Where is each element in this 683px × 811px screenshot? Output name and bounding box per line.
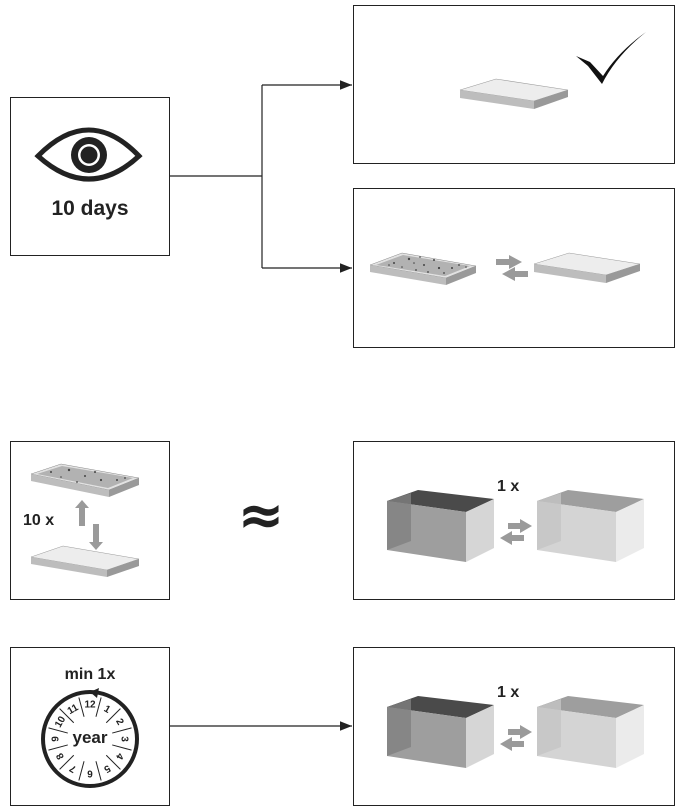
clock-month-label: 12 [84, 700, 96, 711]
yearly-filter-replacement-box: 1 x [353, 647, 675, 806]
clean-slab [30, 545, 140, 577]
clock-month-label: 11 [66, 702, 81, 717]
clock-month-label: 4 [113, 751, 126, 762]
repeat-count-label: 1 x [497, 684, 520, 701]
clock-divider [48, 727, 68, 734]
clock-month-label: 8 [54, 750, 67, 761]
clean-slab [533, 252, 641, 283]
clock-month-label: 5 [101, 762, 112, 775]
clock-divider [112, 744, 132, 751]
swap-arrows-icon [496, 255, 528, 281]
clock-divider [78, 697, 85, 717]
repeat-count-label: 10 x [23, 512, 55, 529]
clock-month-label: 2 [113, 717, 126, 728]
clock-divider [105, 708, 121, 724]
clock-divider [112, 727, 132, 734]
swap-arrows-icon [500, 519, 532, 545]
dirty-slab [369, 252, 477, 285]
clock-divider [78, 761, 85, 781]
clock-month-label: 9 [51, 736, 62, 742]
swap-arrows-icon [500, 725, 532, 751]
clean-filter-block [537, 696, 644, 768]
clock-divider [95, 761, 102, 781]
eye-icon [34, 127, 143, 182]
checkmark-icon [576, 32, 646, 84]
branch-connector [170, 85, 263, 268]
clock-month-label: 7 [68, 762, 79, 775]
clean-filter-block [537, 490, 644, 562]
clock-divider [59, 708, 75, 724]
dirty-slab [30, 463, 140, 497]
approx-symbol: ≈ [237, 483, 285, 548]
clock-month-label: 10 [53, 714, 68, 730]
result-replace-box [353, 188, 675, 348]
clock-month-label: 1 [102, 704, 113, 717]
inspection-box: 10 days [10, 97, 170, 256]
frequency-label: min 1x [64, 666, 116, 683]
duration-label: 10 days [51, 197, 129, 220]
dirty-filter-block [387, 490, 494, 562]
slab-replacement-box: 10 x [10, 441, 170, 600]
repeat-count-label: 1 x [497, 478, 520, 495]
clock-month-label: 3 [118, 736, 129, 742]
clock-divider [95, 697, 102, 717]
filter-replacement-box: 1 x [353, 441, 675, 600]
dirty-filter-block [387, 696, 494, 768]
clock-divider [59, 754, 75, 770]
clock-center-label: year [72, 728, 108, 747]
clock-divider [105, 754, 121, 770]
clock-month-label: 6 [87, 767, 93, 778]
clean-slab [459, 78, 569, 109]
clock-divider [48, 744, 68, 751]
swap-arrows-icon [75, 500, 103, 550]
result-clean-box [353, 5, 675, 164]
